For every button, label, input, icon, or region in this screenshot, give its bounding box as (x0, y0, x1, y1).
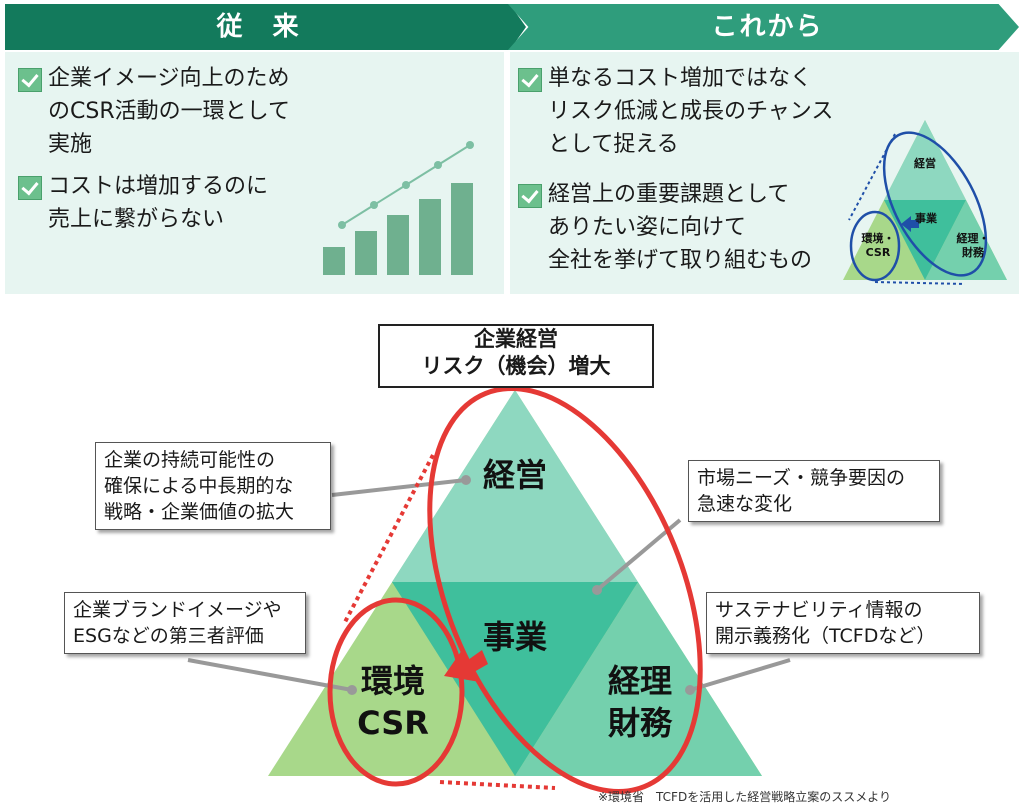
connector-strategy (331, 478, 467, 497)
header-left-title: 従 来 (216, 12, 301, 42)
highlight-ellipse-small (327, 597, 465, 787)
trend-dot-2 (370, 201, 378, 209)
label-left: 環境 CSR (357, 662, 429, 742)
check-icon (518, 184, 542, 208)
growth-bar-chart (323, 141, 474, 275)
label-top: 経営 (482, 456, 547, 494)
header-right-title: これから (711, 12, 824, 42)
right-bullet-2-text: 経営上の重要課題として ありたい姿に向けて 全社を挙げて取り組むもの (548, 182, 813, 273)
bar-1 (323, 247, 345, 275)
mini-label-top: 経営 (914, 157, 936, 170)
connector-disclosure (689, 658, 791, 692)
tri-top (392, 390, 638, 582)
mini-dotted-top (848, 133, 896, 221)
left-bullet-2: コストは増加するのに 売上に繋がらない (18, 170, 268, 236)
left-bullet-2-text: コストは増加するのに 売上に繋がらない (48, 174, 269, 232)
highlight-dotted-bottom (439, 780, 556, 790)
mini-label-left: 環境・ CSR (861, 232, 895, 259)
connector-dot (592, 585, 602, 595)
mini-tri-right (925, 200, 1007, 280)
callout-brand: 企業ブランドイメージや ESGなどの第三者評価 (64, 592, 306, 654)
diagram-title: 企業経営 リスク（機会）増大 (378, 324, 654, 388)
mini-ellipse-large (882, 131, 988, 277)
header-right (508, 4, 1019, 50)
bar-5 (451, 183, 473, 275)
mini-tri-top (884, 120, 966, 200)
label-right: 経理 財務 (607, 662, 672, 742)
left-bullet-1-text: 企業イメージ向上のため のCSR活動の一環として 実施 (48, 66, 290, 157)
mini-tri-center (884, 200, 966, 280)
mini-label-right: 経理・ 財務 (956, 232, 990, 259)
bars (323, 183, 473, 275)
check-icon (18, 68, 42, 92)
callout-strategy: 企業の持続可能性の 確保による中長期的な 戦略・企業価値の拡大 (95, 442, 331, 530)
mini-label-center: 事業 (915, 212, 937, 225)
header-left (5, 4, 512, 50)
callout-market: 市場ニーズ・競争要因の 急速な変化 (688, 460, 940, 522)
arrow-icon (444, 650, 488, 682)
source-note: ※環境省 TCFDを活用した経営戦略立案のススメより (598, 790, 891, 804)
mini-arrow-icon (901, 216, 919, 232)
check-icon (518, 68, 542, 92)
connector-dot (461, 475, 471, 485)
highlight-ellipse-large (427, 386, 703, 794)
left-bullet-1: 企業イメージ向上のため のCSR活動の一環として 実施 (18, 62, 290, 161)
connector-brand (187, 658, 353, 692)
bar-2 (355, 231, 377, 275)
trend-dots (338, 141, 474, 229)
connector-dot (347, 685, 357, 695)
tri-right (515, 582, 762, 776)
trend-dot-1 (338, 221, 346, 229)
bar-4 (419, 199, 441, 275)
right-bullet-1: 単なるコスト増加ではなく リスク低減と成長のチャンス として捉える (518, 62, 833, 161)
trend-dot-4 (434, 161, 442, 169)
mini-triangle-diagram (843, 120, 1007, 285)
connector-dot (685, 685, 695, 695)
callout-disclosure: サステナビリティ情報の 開示義務化（TCFDなど） (706, 592, 980, 654)
check-icon (18, 176, 42, 200)
right-bullet-1-text: 単なるコスト増加ではなく リスク低減と成長のチャンス として捉える (548, 66, 834, 157)
mini-ellipse-small (849, 210, 901, 282)
trend-dot-3 (402, 181, 410, 189)
bar-3 (387, 215, 409, 275)
label-center: 事業 (482, 618, 547, 656)
trend-dot-5 (466, 141, 474, 149)
right-bullet-2: 経営上の重要課題として ありたい姿に向けて 全社を挙げて取り組むもの (518, 178, 812, 277)
